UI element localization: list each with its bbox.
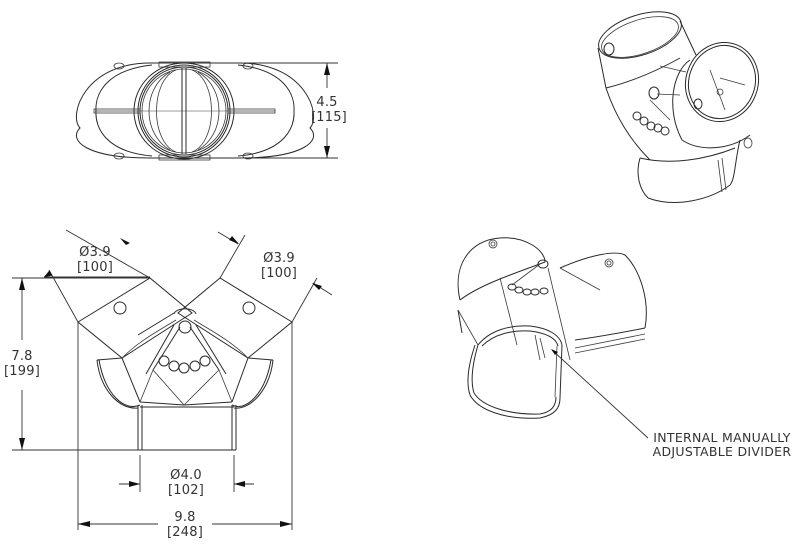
dim-outlet-metric: [102] — [168, 483, 204, 498]
isometric-view-2 — [457, 237, 649, 439]
dim-right-inlet: Ø3.9 [100] — [254, 251, 304, 281]
divider-callout-line2: ADJUSTABLE DIVIDER — [652, 444, 792, 459]
dim-right-inlet-metric: [100] — [261, 266, 297, 281]
dim-right-inlet-value: Ø3.9 — [263, 251, 295, 266]
dim-left-inlet-value: Ø3.9 — [79, 245, 111, 260]
dim-overall-height: 7.8 [199] — [2, 349, 42, 379]
divider-callout-line1: INTERNAL MANUALLY — [653, 430, 791, 445]
dim-left-inlet-metric: [100] — [77, 260, 113, 275]
divider-callout: INTERNAL MANUALLY ADJUSTABLE DIVIDER — [646, 431, 798, 459]
dim-outlet: Ø4.0 [102] — [161, 468, 211, 498]
dim-overall-width: 9.8 [248] — [160, 510, 210, 540]
isometric-view-1 — [597, 11, 759, 203]
dim-outlet-value: Ø4.0 — [170, 468, 202, 483]
dim-top-height-metric: [115] — [311, 110, 347, 125]
front-view — [12, 229, 333, 530]
dim-overall-width-metric: [248] — [167, 525, 203, 540]
dim-top-height-value: 4.5 — [316, 95, 338, 110]
dim-left-inlet: Ø3.9 [100] — [70, 245, 120, 275]
top-view — [75, 61, 338, 161]
dim-top-height: 4.5 [115] — [311, 95, 347, 125]
dim-overall-height-value: 7.8 — [11, 349, 33, 364]
dim-overall-width-value: 9.8 — [174, 510, 196, 525]
dim-overall-height-metric: [199] — [4, 364, 40, 379]
